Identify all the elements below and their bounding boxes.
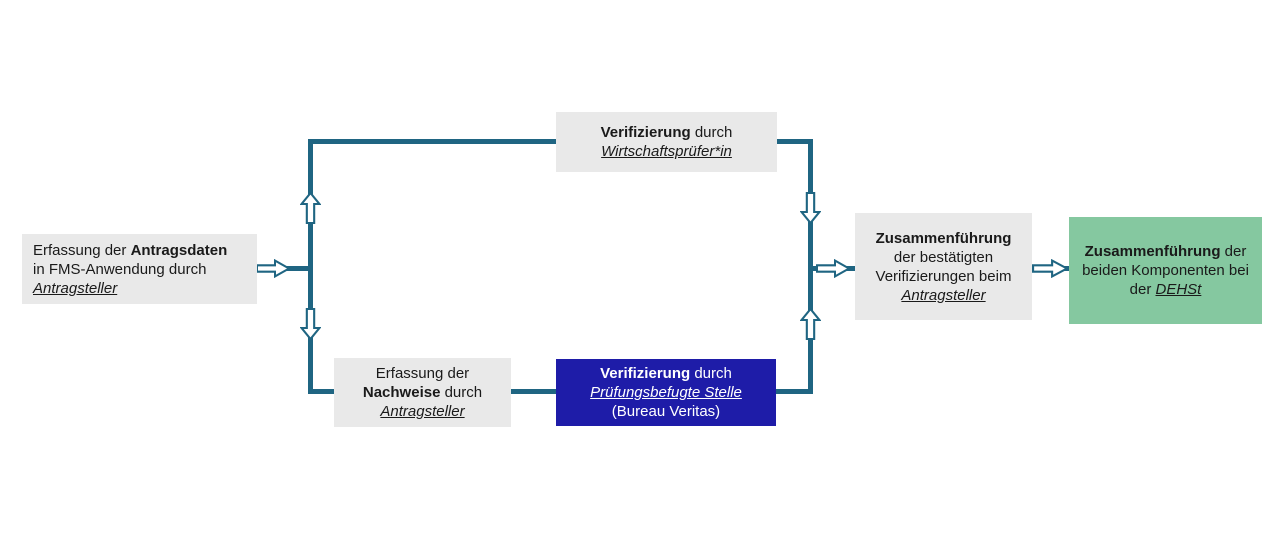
text-segment-bold: Zusammenführung xyxy=(1084,243,1221,260)
text-segment-bold: Zusammenführung xyxy=(875,229,1012,247)
text-segment-italic-underline: Wirtschaftsprüfer*in xyxy=(601,143,732,160)
arrow-up-branch-icon xyxy=(300,192,321,224)
node-text-line: Prüfungsbefugte Stelle xyxy=(590,383,742,402)
text-segment-bold: Nachweise xyxy=(362,384,441,401)
node-text-line: der bestätigten xyxy=(893,248,994,266)
node-verifizierung-pruefungsbefugte-stelle: Verifizierung durch Prüfungsbefugte Stel… xyxy=(556,359,776,426)
text-segment-bold: Verifizierung xyxy=(600,365,691,382)
node-erfassung-antragsdaten: Erfassung der Antragsdaten in FMS-Anwend… xyxy=(22,234,257,304)
node-text-line: beiden Komponenten bei xyxy=(1082,262,1249,279)
text-segment-italic-underline: Antragsteller xyxy=(380,403,465,420)
text-segment-italic-underline: Antragsteller xyxy=(901,286,986,304)
node-zusammenfuehrung-antragsteller: Zusammenführung der bestätigten Verifizi… xyxy=(855,213,1032,320)
node-text-line: Zusammenführung der xyxy=(1085,242,1247,261)
node-text-line: Wirtschaftsprüfer*in xyxy=(601,142,732,161)
node-erfassung-nachweise: Erfassung der Nachweise durch Antragstel… xyxy=(334,358,511,427)
node-zusammenfuehrung-dehst: Zusammenführung der beiden Komponenten b… xyxy=(1069,217,1262,324)
text-segment-bold: Antragsdaten xyxy=(130,241,228,259)
text-segment-italic-underline: DEHSt xyxy=(1155,281,1202,298)
node-text-line: (Bureau Veritas) xyxy=(611,403,721,420)
arrow-down-merge-icon xyxy=(800,192,821,224)
text-segment: Erfassung der xyxy=(33,241,131,259)
text-segment: der xyxy=(1129,281,1156,298)
node-text-line: Verifizierungen beim xyxy=(875,267,1012,285)
node-text-line: der DEHSt xyxy=(1130,280,1202,299)
connector-right-branch-vertical xyxy=(808,139,813,394)
text-segment: durch xyxy=(440,384,483,401)
connector-left-branch-vertical xyxy=(308,139,313,394)
node-text-line: Antragsteller xyxy=(901,286,985,305)
node-text-line: Verifizierung durch xyxy=(601,123,733,142)
node-text-line: Erfassung der Antragsdaten xyxy=(33,241,227,260)
arrow-right-dehst-icon xyxy=(1032,259,1068,278)
text-segment-italic-underline: Antragsteller xyxy=(33,279,118,297)
text-segment: der xyxy=(1220,243,1247,260)
node-text-line: Verifizierung durch xyxy=(600,364,732,383)
node-text-line: Antragsteller xyxy=(380,402,464,421)
node-text-line: Erfassung der xyxy=(375,365,470,382)
node-text-line: Antragsteller xyxy=(33,279,117,298)
node-text-line: Nachweise durch xyxy=(363,383,482,402)
node-text-line: in FMS-Anwendung durch xyxy=(33,260,207,278)
arrow-right-split-icon xyxy=(256,259,290,278)
arrow-down-branch-icon xyxy=(300,308,321,340)
text-segment-bold: Verifizierung xyxy=(600,124,691,141)
text-segment: durch xyxy=(690,365,732,382)
arrow-up-merge-icon xyxy=(800,308,821,340)
node-verifizierung-wirtschaftspruefer: Verifizierung durch Wirtschaftsprüfer*in xyxy=(556,112,777,172)
text-segment: durch xyxy=(690,124,733,141)
node-text-line: Zusammenführung xyxy=(876,229,1012,248)
arrow-right-merge-icon xyxy=(816,259,850,278)
text-segment-italic-underline: Prüfungsbefugte Stelle xyxy=(590,384,742,401)
